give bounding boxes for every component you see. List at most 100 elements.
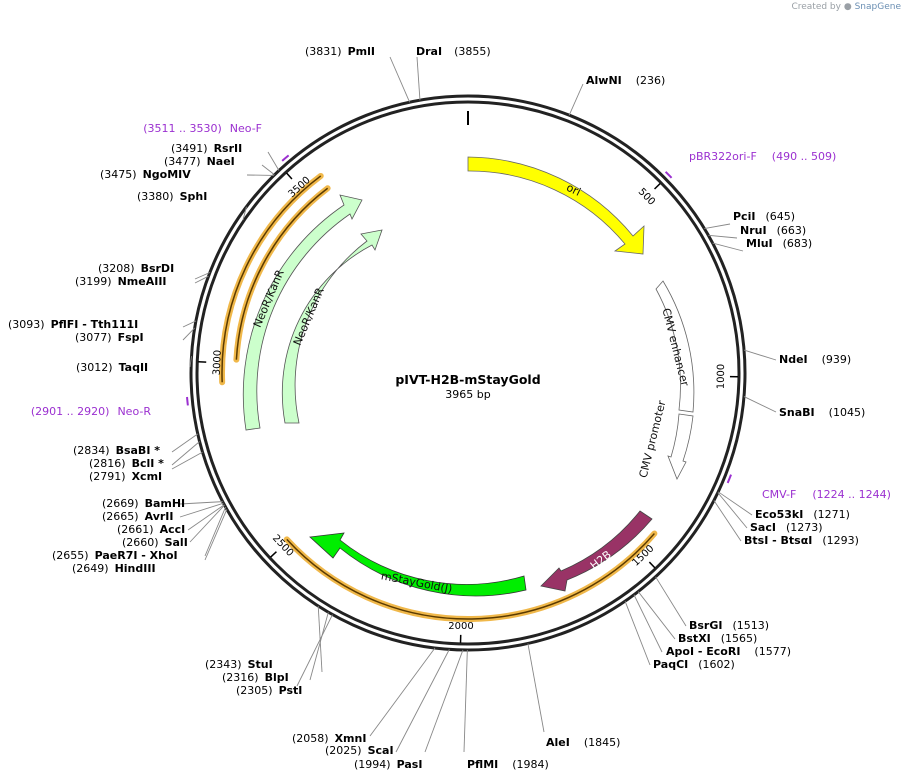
site-leader-line xyxy=(633,594,663,653)
site-label-pflmi[interactable]: PflMI(1984) xyxy=(467,758,549,771)
primer-marker xyxy=(664,171,673,179)
site-label-eco53ki[interactable]: Eco53kI(1271) xyxy=(755,508,850,521)
site-label-bsabi[interactable]: (2834)BsaBI * xyxy=(73,444,160,457)
feature-cmv-enhancer-arrow xyxy=(655,280,695,413)
site-leader-line xyxy=(369,647,436,737)
plasmid-size: 3965 bp xyxy=(445,388,490,401)
site-leader-line xyxy=(261,164,275,176)
primer-neo-r[interactable]: (2901 .. 2920)Neo-R xyxy=(31,405,151,418)
site-label-pflfi[interactable]: (3093)PflFI - Tth111I xyxy=(8,318,138,331)
tick-label: 2000 xyxy=(448,621,473,632)
site-leader-line xyxy=(309,612,329,681)
site-leader-line xyxy=(717,492,748,529)
feature-neor-kanr-outer-arrow xyxy=(242,194,363,431)
site-label-saci[interactable]: SacI(1273) xyxy=(750,521,823,534)
site-label-bsrdi[interactable]: (3208)BsrDI xyxy=(98,262,174,275)
site-leader-line xyxy=(194,272,211,280)
site-label-paer7i-xhoi[interactable]: (2655)PaeR7I - XhoI xyxy=(52,549,178,562)
site-label-nmeaiii[interactable]: (3199)NmeAIII xyxy=(75,275,167,288)
tick-label: 500 xyxy=(636,186,657,207)
site-leader-line xyxy=(194,275,209,284)
feature-neor-kanr-inner-arrow xyxy=(281,229,383,424)
site-label-btsi[interactable]: BtsI - BtsαI(1293) xyxy=(744,534,859,547)
site-label-hindiii[interactable]: (2649)HindIII xyxy=(72,562,156,575)
plasmid-name: pIVT-H2B-mStayGold xyxy=(395,372,540,387)
site-leader-lines xyxy=(171,56,777,753)
tick-label: 3000 xyxy=(212,350,224,376)
site-leader-line xyxy=(179,501,223,505)
primer-marker xyxy=(726,474,732,484)
primer-highlights xyxy=(219,172,658,622)
site-leader-line xyxy=(204,509,228,561)
site-leader-line xyxy=(189,356,192,368)
site-leader-line xyxy=(267,151,280,171)
tick-marks xyxy=(198,172,738,643)
site-label-sali[interactable]: (2660)SalI xyxy=(122,536,188,549)
site-leader-line xyxy=(717,491,753,516)
site-leader-line xyxy=(637,591,676,640)
feature-label-cmv-promoter: CMV promoter xyxy=(637,399,669,479)
site-label-xmni[interactable]: (2058)XmnI xyxy=(292,732,366,745)
site-leader-line xyxy=(395,649,450,753)
credit-brand: SnapGene xyxy=(854,2,901,12)
feature-label-mstaygold: mStayGold(J) xyxy=(380,569,454,596)
site-leader-line xyxy=(416,56,421,101)
restriction-site-labels: (3831)PmlI DraI(3855) AlwNI(236) PciI(64… xyxy=(8,45,865,771)
snapgene-credit: Created by ● SnapGene xyxy=(791,2,901,12)
site-label-ndei[interactable]: NdeI(939) xyxy=(779,353,851,366)
feature-label-ori: ori xyxy=(564,181,583,199)
site-label-avrii[interactable]: (2665)AvrII xyxy=(102,510,173,523)
site-label-stui[interactable]: (2343)StuI xyxy=(205,658,273,671)
site-label-pmli[interactable]: (3831)PmlI xyxy=(305,45,375,58)
feature-label-neor-kanr-inner: NeoR/KanR xyxy=(291,285,327,347)
tick-mark xyxy=(270,551,277,558)
snapgene-logo-icon: ● xyxy=(843,2,852,12)
site-label-blpi[interactable]: (2316)BlpI xyxy=(222,671,289,684)
primer-marker xyxy=(186,396,189,406)
site-label-xcmi[interactable]: (2791)XcmI xyxy=(89,470,162,483)
primer-label: pBR322ori-F(490 .. 509) xyxy=(689,150,836,163)
site-label-pasi[interactable]: (1994)PasI xyxy=(354,758,422,771)
site-label-naei[interactable]: (3477)NaeI xyxy=(164,155,235,168)
primer-label: CMV-F(1224 .. 1244) xyxy=(762,488,891,501)
site-label-snabi[interactable]: SnaBI(1045) xyxy=(779,406,865,419)
site-label-alwni[interactable]: AlwNI(236) xyxy=(586,74,665,87)
primer-pbr322ori-f[interactable]: pBR322ori-F(490 .. 509) xyxy=(689,150,836,163)
site-label-acci[interactable]: (2661)AccI xyxy=(117,523,185,536)
site-label-alei[interactable]: AleI(1845) xyxy=(546,736,620,749)
site-label-pcii[interactable]: PciI(645) xyxy=(733,210,795,223)
primer-cmv-f[interactable]: CMV-F(1224 .. 1244) xyxy=(762,488,891,501)
site-leader-line xyxy=(187,504,225,531)
feature-mstaygold-arrow xyxy=(309,532,527,597)
site-leader-line xyxy=(171,451,203,470)
primer-neo-f[interactable]: (3511 .. 3530)Neo-F xyxy=(143,122,262,135)
site-leader-line xyxy=(242,206,247,221)
site-label-sphi[interactable]: (3380)SphI xyxy=(137,190,207,203)
site-leader-line xyxy=(317,605,323,673)
site-leader-line xyxy=(389,56,411,103)
site-label-fspi[interactable]: (3077)FspI xyxy=(75,331,144,344)
site-label-bamhi[interactable]: (2669)BamHI xyxy=(102,497,185,510)
highlight-mstaygold-copy-core xyxy=(286,533,655,620)
backbone-ring-inner xyxy=(195,100,741,646)
site-label-apoi-ecori[interactable]: ApoI - EcoRI(1577) xyxy=(666,645,791,658)
site-leader-line xyxy=(704,223,731,229)
site-label-ngomiv[interactable]: (3475)NgoMIV xyxy=(100,168,191,181)
site-leader-line xyxy=(182,320,197,328)
site-label-psti[interactable]: (2305)PstI xyxy=(236,684,302,697)
site-leader-line xyxy=(743,396,777,413)
site-label-bstxi[interactable]: BstXI(1565) xyxy=(678,632,757,645)
site-label-bsrgi[interactable]: BsrGI(1513) xyxy=(689,619,769,632)
site-label-drai[interactable]: DraI(3855) xyxy=(416,45,491,58)
site-label-rsrii[interactable]: (3491)RsrII xyxy=(171,142,242,155)
site-label-bcli[interactable]: (2816)BclI * xyxy=(89,457,164,470)
site-leader-line xyxy=(527,643,545,733)
site-label-scai[interactable]: (2025)ScaI xyxy=(325,744,394,757)
highlight-neor-dark-core xyxy=(235,187,329,360)
site-leader-line xyxy=(743,349,777,361)
site-label-nrui[interactable]: NruI(663) xyxy=(740,224,806,237)
site-label-paqci[interactable]: PaqCI(1602) xyxy=(653,658,735,671)
site-label-taqii[interactable]: (3012)TaqII xyxy=(76,361,148,374)
site-label-mlui[interactable]: MluI(683) xyxy=(746,237,812,250)
